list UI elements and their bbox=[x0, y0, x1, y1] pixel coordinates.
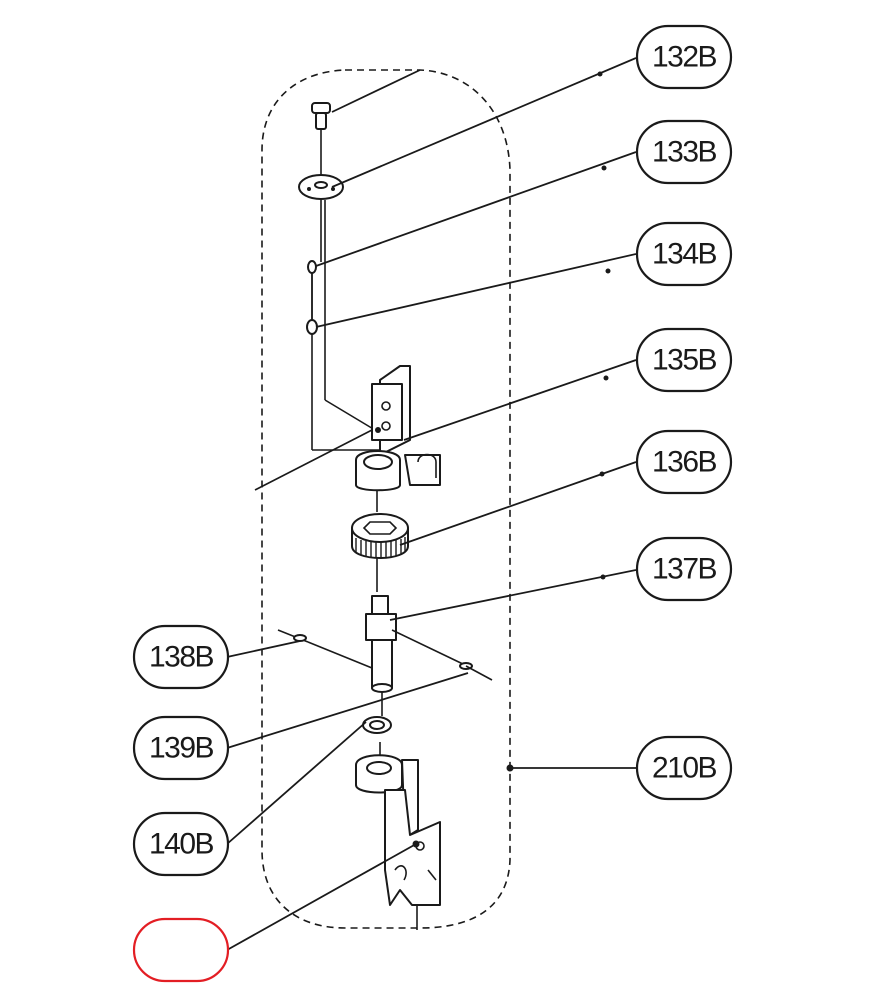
rod-pins-part bbox=[306, 260, 318, 335]
callout-210B[interactable]: 210B bbox=[635, 735, 733, 801]
shaft-sleeve-part bbox=[365, 595, 397, 693]
callout-136B[interactable]: 136B bbox=[635, 429, 733, 495]
callout-137B[interactable]: 137B bbox=[635, 536, 733, 602]
callout-133B-label: 133B bbox=[652, 136, 717, 169]
callout-135B-label: 135B bbox=[652, 344, 717, 377]
callout-140B[interactable]: 140B bbox=[132, 811, 230, 877]
leader-lines bbox=[226, 57, 637, 951]
callout-136B-label: 136B bbox=[652, 446, 717, 479]
callout-138B-label: 138B bbox=[149, 641, 214, 674]
retaining-ring-part bbox=[362, 716, 392, 734]
screw-part bbox=[311, 102, 331, 130]
callout-134B[interactable]: 134B bbox=[635, 221, 733, 287]
callout-135B[interactable]: 135B bbox=[635, 327, 733, 393]
washer-plate-part bbox=[298, 174, 344, 200]
knurled-nut-part bbox=[351, 513, 409, 559]
lower-bracket-part bbox=[355, 754, 441, 906]
bracket-part bbox=[355, 365, 441, 492]
knurl-lines bbox=[355, 537, 406, 558]
callout-210B-label: 210B bbox=[652, 752, 717, 785]
callout-134B-label: 134B bbox=[652, 238, 717, 271]
callout-55B-label: 55B bbox=[157, 934, 206, 967]
callout-138B[interactable]: 138B bbox=[132, 624, 230, 690]
callout-55B-highlighted[interactable]: 55B bbox=[132, 917, 230, 983]
callout-132B-label: 132B bbox=[652, 41, 717, 74]
callout-133B[interactable]: 133B bbox=[635, 119, 733, 185]
callout-139B[interactable]: 139B bbox=[132, 715, 230, 781]
callout-139B-label: 139B bbox=[149, 732, 214, 765]
callout-140B-label: 140B bbox=[149, 828, 214, 861]
callout-137B-label: 137B bbox=[652, 553, 717, 586]
callout-132B[interactable]: 132B bbox=[635, 24, 733, 90]
leader-end-dots bbox=[375, 71, 611, 848]
